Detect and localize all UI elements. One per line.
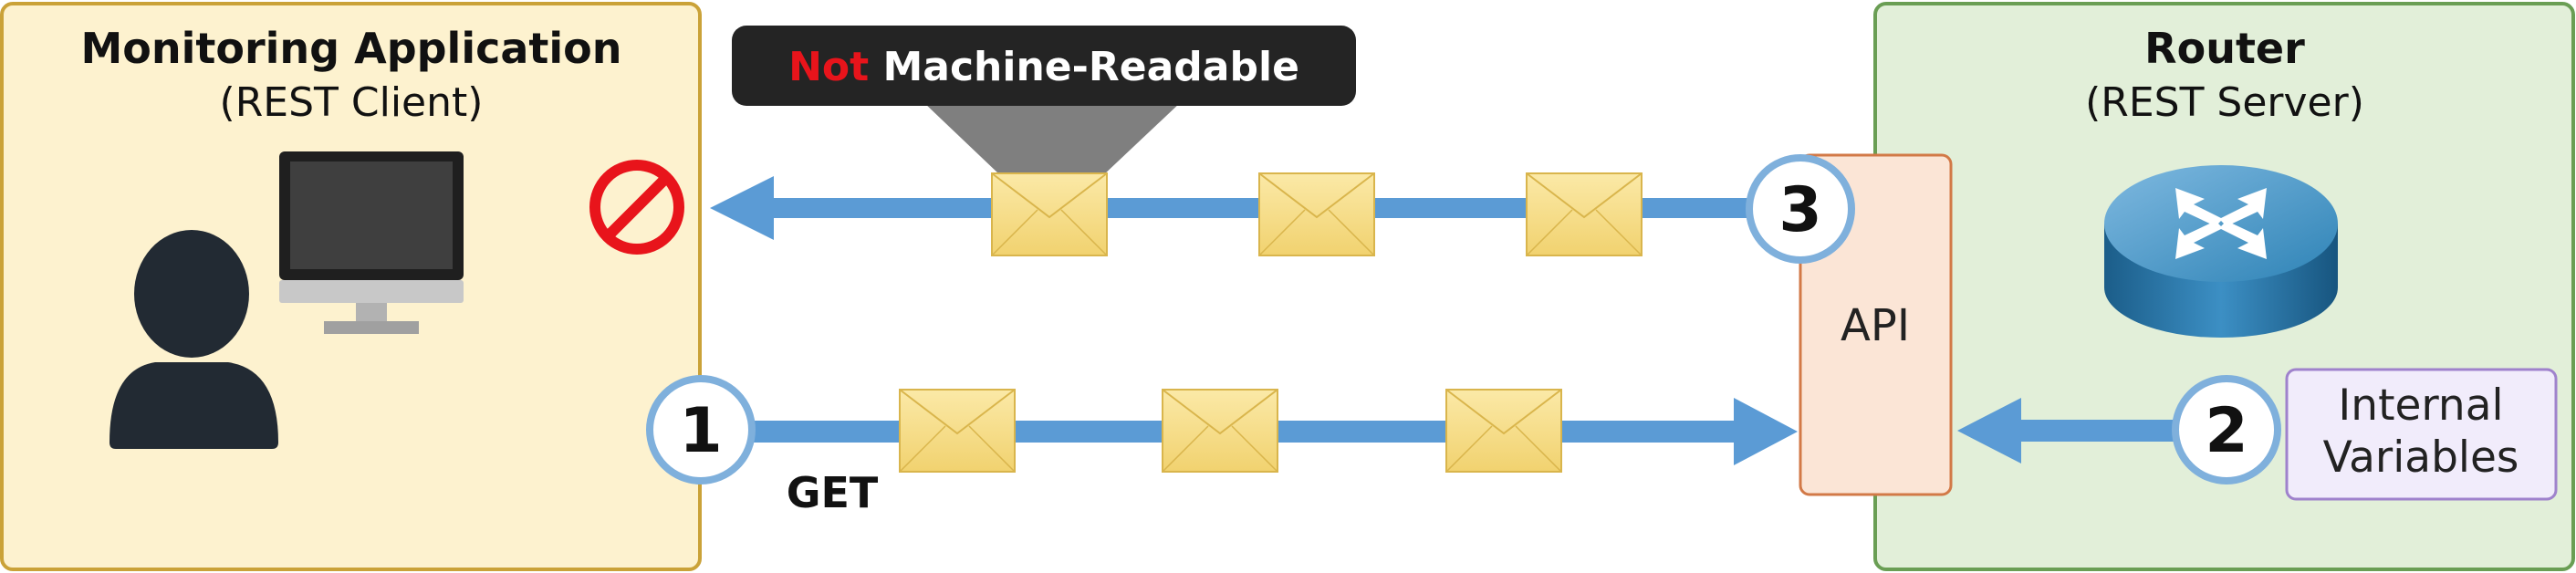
step-1-circle: 1 [646, 375, 756, 484]
internal-variables-box [2285, 368, 2558, 501]
server-subtitle: (REST Server) [2085, 79, 2364, 126]
request-envelope-2 [1162, 389, 1278, 473]
client-title: Monitoring Application [80, 24, 621, 73]
internal-variables-line2: Variables [2323, 432, 2519, 483]
server-title: Router [2144, 24, 2305, 73]
banner-machine-readable: Machine-Readable [869, 44, 1299, 90]
not-machine-readable-banner: Not Machine-Readable [732, 26, 1356, 192]
step-2-circle: 2 [2172, 375, 2281, 484]
banner-not: Not [788, 44, 869, 90]
router-icon [2104, 165, 2338, 338]
response-envelope-1 [991, 172, 1108, 256]
client-subtitle: (REST Client) [220, 79, 484, 126]
response-envelope-3 [1526, 172, 1643, 256]
internal-variables-line1: Internal [2338, 380, 2503, 431]
request-envelope-3 [1445, 389, 1562, 473]
step-3-circle: 3 [1746, 154, 1855, 264]
response-envelope-2 [1258, 172, 1375, 256]
request-envelope-1 [899, 389, 1016, 473]
svg-text:Not Machine-Readable: Not Machine-Readable [788, 44, 1299, 90]
user-icon [110, 230, 278, 449]
internal-arrow [1957, 398, 2195, 464]
api-label: API [1841, 300, 1910, 351]
monitor-icon [279, 151, 464, 334]
step-2-number: 2 [2205, 395, 2247, 467]
prohibited-icon [589, 160, 684, 255]
get-label: GET [787, 468, 879, 517]
step-3-number: 3 [1778, 174, 1821, 246]
step-1-number: 1 [679, 395, 722, 467]
